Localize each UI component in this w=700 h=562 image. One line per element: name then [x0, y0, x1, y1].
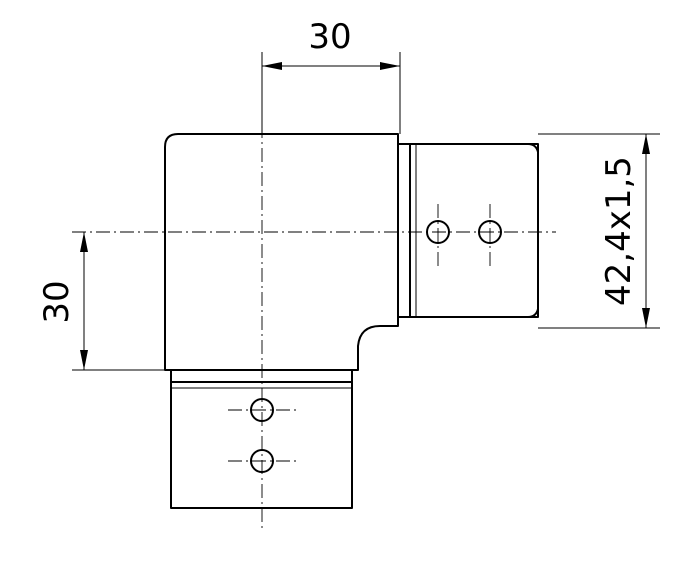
tube-size-dimension: 42,4x1,5	[538, 133, 660, 329]
right-spigot	[398, 143, 539, 318]
left-dimension-label: 30	[37, 280, 77, 323]
elbow-body-outline	[164, 133, 399, 371]
tube-size-label: 42,4x1,5	[599, 156, 639, 306]
right-spigot-hole-1	[426, 220, 450, 244]
left-dimension: 30	[37, 232, 165, 371]
bottom-spigot	[170, 370, 353, 509]
bottom-spigot-hole-2	[250, 449, 274, 473]
bottom-spigot-hole-1	[250, 398, 274, 422]
top-dimension: 30	[261, 17, 401, 134]
right-spigot-hole-2	[478, 220, 502, 244]
top-dimension-label: 30	[308, 17, 351, 57]
